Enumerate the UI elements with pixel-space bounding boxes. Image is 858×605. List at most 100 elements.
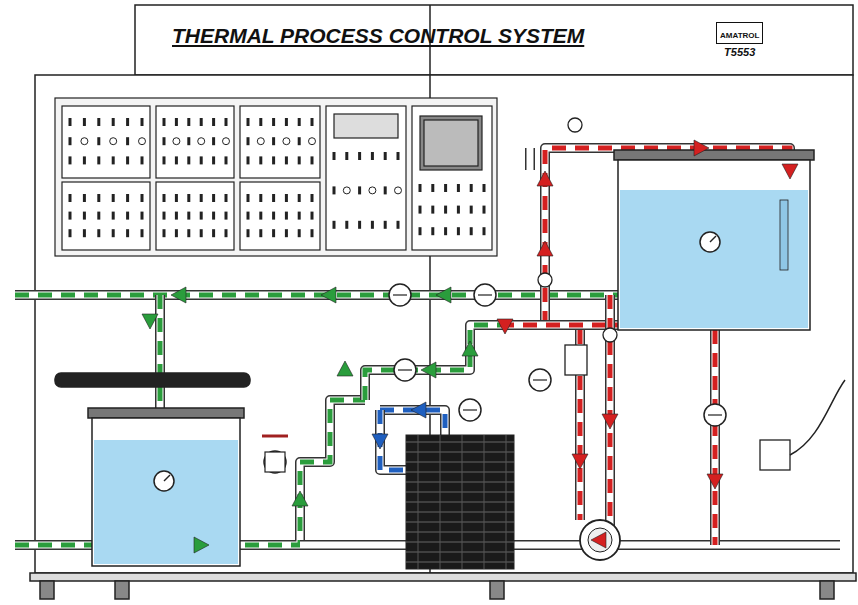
flow-arrow [171,287,186,303]
panel-controls [285,118,288,126]
panel-controls [126,118,129,126]
frame [490,581,504,599]
panel-controls [444,184,447,192]
panel-controls [272,118,275,126]
panel-controls [298,118,301,126]
panel-controls [298,156,301,164]
panel-controls [200,229,203,237]
flow-arrow [462,341,478,356]
frame [820,581,834,599]
heat-exchanger [406,472,514,473]
panel-controls [187,156,190,164]
valve [264,451,286,473]
panel-controls [272,194,275,202]
heat-exchanger [406,482,514,483]
heat-exchanger [406,435,514,569]
panel-controls [343,187,350,194]
panel-controls [141,156,144,164]
panel-controls [272,137,275,145]
pipe [710,330,720,545]
valve [394,359,416,381]
logo-text: AMATROL [720,31,759,40]
pipe [500,320,620,330]
right-tank [780,200,788,270]
panel-controls [371,152,374,160]
panel-controls [175,118,178,126]
arrow-head [337,361,353,376]
panel-controls [257,138,264,145]
panel-controls [112,118,115,126]
flow-arrow [411,402,426,418]
panel-controls [247,118,250,126]
valve-stem [708,414,722,415]
pipe [380,410,445,435]
panel-controls [175,229,178,237]
panel-controls [187,118,190,126]
heat-exchanger [462,435,463,569]
pressure-gauge [603,328,617,342]
panel-controls [259,229,262,237]
arrow-head [142,314,158,329]
pressure-gauge [538,273,552,287]
panel-controls [141,229,144,237]
panel-controls [298,194,301,202]
panel-controls [285,212,288,220]
panel-controls [298,137,301,145]
flow-arrow [572,454,588,469]
heat-exchanger [506,435,507,569]
pipe-bore [300,542,840,549]
panel-controls [259,212,262,220]
panel-controls [333,221,336,229]
panel-controls [358,221,361,229]
arrow-head [537,241,553,256]
arrow-head [497,319,513,334]
panel-controls [397,221,400,229]
panel-controls [311,212,314,220]
valve-stem [393,294,407,295]
panel-controls [371,221,374,229]
panel-controls [369,187,376,194]
panel-controls [298,229,301,237]
arrow-head [372,434,388,449]
panel-controls [457,227,460,235]
left-tank [92,418,240,566]
panel-controls [384,186,387,194]
valve [389,284,411,306]
flow-arrow [497,319,513,334]
flow-arrow [292,491,308,506]
control-panel [334,114,398,138]
panel-controls [141,118,144,126]
pipe-bore [712,330,719,545]
arrow-head [421,362,436,378]
heat-exchanger [440,435,441,569]
pump-hub [588,528,612,552]
arrow-head [194,537,209,553]
power-cord [790,380,845,455]
panel-controls [141,212,144,220]
right-tank [710,236,716,242]
flow-arrow [194,537,209,553]
pipe [525,148,535,170]
left-tank [94,440,238,564]
flow-arrow [537,241,553,256]
heat-exchanger [406,452,514,453]
flow-arrow [602,414,618,429]
pipe [300,540,840,550]
flow-stripe [500,323,620,328]
panel-controls [311,194,314,202]
panel-controls [69,212,72,220]
panel-controls [163,212,166,220]
control-panel [156,106,234,178]
left-tank [164,475,170,481]
panel-controls [112,194,115,202]
heat-exchanger [406,435,514,569]
right-tank [614,150,814,330]
left-tank [55,373,250,566]
panel-controls [247,156,250,164]
panel-controls [311,118,314,126]
right-tank [700,232,720,252]
control-panel [55,98,497,256]
panel-controls [200,156,203,164]
pipe-bore [380,410,445,435]
panel-controls [444,227,447,235]
